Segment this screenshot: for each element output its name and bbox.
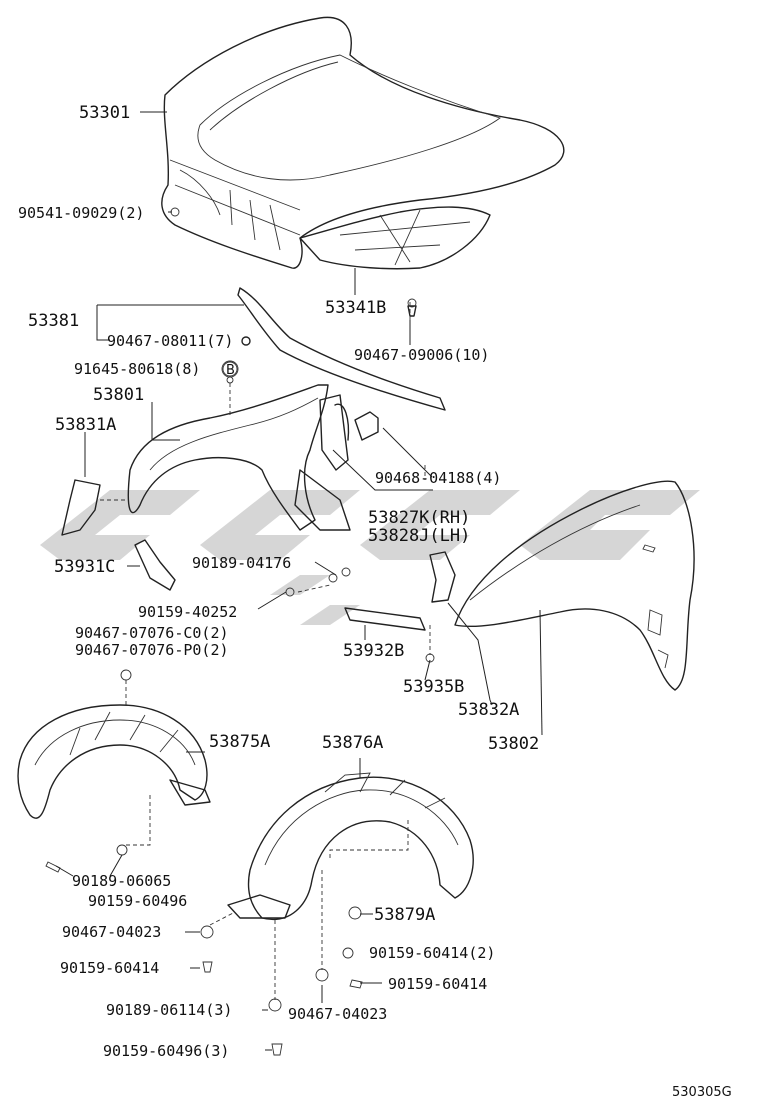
label-53832A: 53832A [458,700,519,720]
part-labels: 53301 90541-09029(2) 53341B 90467-09006(… [18,103,732,1100]
fender-side-bracket [429,551,456,603]
apron-bracket-front [61,479,125,536]
label-90189-04176: 90189-04176 [192,554,291,572]
splash-shield [134,539,176,591]
label-90467-08011: 90467-08011(7) [107,332,233,350]
label-90467-04023-bottom: 90467-04023 [288,1005,387,1023]
label-53935B: 53935B [403,677,464,697]
fender-bracket [354,411,379,441]
leader-lines [55,111,543,1051]
fastener-clips [45,207,435,1056]
label-53828J: 53828J(LH) [368,526,470,546]
label-90159-60496-3: 90159-60496(3) [103,1042,229,1060]
label-90159-60414-right: 90159-60414 [388,975,487,993]
label-90159-60414-left: 90159-60414 [60,959,159,977]
diagram-code: 530305G [672,1085,732,1100]
fender-liner-left [17,704,211,819]
fender-liner-strip [285,573,426,631]
label-90189-06065: 90189-06065 [72,872,171,890]
label-53831A: 53831A [55,415,116,435]
label-53879A: 53879A [374,905,435,925]
hood-seal [237,287,446,411]
label-90541-09029: 90541-09029(2) [18,204,144,222]
label-90159-60496: 90159-60496 [88,892,187,910]
front-fender [454,480,695,691]
label-90468-04188: 90468-04188(4) [375,469,501,487]
label-53875A: 53875A [209,732,270,752]
label-90159-40252: 90159-40252 [138,603,237,621]
label-53301: 53301 [79,103,130,123]
callout-b-letter: B [226,363,235,378]
fender-liner-right [227,772,474,921]
label-53827K: 53827K(RH) [368,508,470,528]
label-53802: 53802 [488,734,539,754]
label-53801: 53801 [93,385,144,405]
label-53876A: 53876A [322,733,383,753]
label-90189-06114: 90189-06114(3) [106,1001,232,1019]
label-53931C: 53931C [54,557,115,577]
fender-apron [127,376,351,531]
label-53381: 53381 [28,311,79,331]
hood-panel [161,16,565,270]
label-91645-80618: 91645-80618(8) [74,360,200,378]
label-53932B: 53932B [343,641,404,661]
label-90467-09006: 90467-09006(10) [354,346,489,364]
label-90159-60414-2: 90159-60414(2) [369,944,495,962]
label-90467-07076-C0: 90467-07076-C0(2) [75,624,229,642]
label-90467-04023-left: 90467-04023 [62,923,161,941]
watermark-logo [40,490,700,625]
assembly-lines [125,300,431,1000]
callout-b: B [221,360,239,378]
label-53341B: 53341B [325,298,386,318]
label-90467-07076-P0: 90467-07076-P0(2) [75,641,229,659]
